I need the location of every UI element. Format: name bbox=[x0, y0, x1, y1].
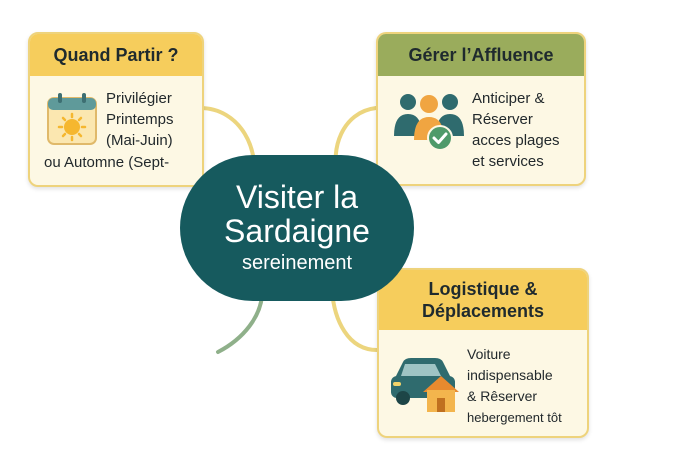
central-subtitle: sereinement bbox=[241, 252, 353, 274]
people-check-icon bbox=[394, 94, 464, 151]
calendar-sun-icon bbox=[47, 93, 97, 145]
connector-green-branch bbox=[216, 294, 264, 354]
card-crowds-line-4: et services bbox=[472, 153, 544, 170]
card-crowds-line-2: Réserver bbox=[472, 111, 533, 128]
central-title-line-1: Visiter la bbox=[235, 179, 359, 215]
card-when-title: Quand Partir ? bbox=[30, 34, 202, 76]
card-logistics-text: Voiture indispensable & Rêserver heberge… bbox=[467, 344, 585, 428]
card-when-text: Privilégier Printemps (Mai-Juin) bbox=[106, 88, 202, 151]
car-house-icon bbox=[391, 358, 459, 412]
card-logistics-title-line-2: Déplacements bbox=[421, 301, 545, 321]
card-crowds-title: Gérer l’Affluence bbox=[378, 34, 584, 76]
card-crowds-line-3: acces plages bbox=[472, 132, 560, 149]
card-logistics-line-1: Voiture bbox=[467, 346, 511, 362]
card-logistics: Logistique & Déplacements Voiture indisp… bbox=[377, 268, 589, 438]
card-logistics-line-2: indispensable bbox=[467, 367, 553, 383]
card-when-line-2: Printemps bbox=[106, 111, 174, 128]
card-logistics-line-4: hebergement tôt bbox=[467, 410, 562, 425]
card-logistics-title: Logistique & Déplacements bbox=[379, 270, 587, 330]
card-logistics-title-line-1: Logistique & bbox=[428, 279, 538, 299]
card-crowds-line-1: Anticiper & bbox=[472, 90, 545, 107]
card-logistics-line-3: & Rêserver bbox=[467, 388, 538, 404]
card-manage-crowds: Gérer l’Affluence Anticiper & Réserver a… bbox=[376, 32, 586, 186]
card-when-line-1: Privilégier bbox=[106, 90, 172, 107]
card-when-line-3: (Mai-Juin) bbox=[106, 132, 173, 149]
central-topic: Visiter la Sardaigne sereinement bbox=[180, 155, 414, 301]
card-when-to-go: Quand Partir ? Privilégier Printemps (Ma… bbox=[28, 32, 204, 187]
card-when-line-4: ou Automne (Sept- bbox=[44, 154, 170, 171]
central-title-line-2: Sardaigne bbox=[224, 213, 370, 249]
card-crowds-text: Anticiper & Réserver acces plages et ser… bbox=[472, 88, 582, 172]
